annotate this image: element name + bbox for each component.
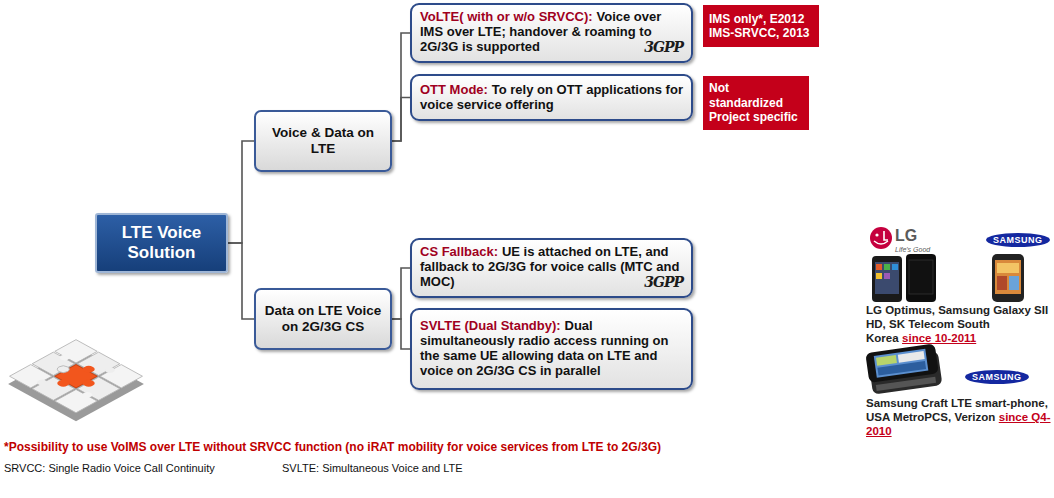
caption-block: Samsung Craft LTE smart-phone, USA Metro… [866,396,1052,438]
category-box: Voice & Data on LTE [254,110,392,172]
footnote: *Possibility to use VoIMS over LTE witho… [4,440,661,454]
brand-slogan: Life's Good [895,246,930,253]
root-box: LTE Voice Solution [95,213,228,273]
category-box: Data on LTE Voice on 2G/3G CS [254,288,392,350]
box-text: LTE Voice Solution [122,223,202,262]
phone-illustration [872,254,1024,302]
lg-logo-mark [870,227,892,249]
status-tag: Not standardized Project specific [703,76,809,130]
box-heading: SVLTE (Dual Standby): [420,318,561,333]
tree-connector [392,98,410,142]
node-content: OTT Mode:To rely on OTT applications for… [420,83,683,113]
solution-box: OTT Mode:To rely on OTT applications for… [410,74,693,121]
solution-box: CS Fallback:UE is attached on LTE, and f… [410,238,693,298]
status-tag: IMS only*, E2012 IMS-SRVCC, 2013 [703,5,819,47]
abbreviation-note: SVLTE: Simultaneous Voice and LTE [282,462,463,474]
box-text: Voice & Data on LTE [272,125,374,156]
box-heading: CS Fallback: [420,244,498,259]
tree-connector [392,268,410,319]
3gpp-logo: 3GPP [644,275,683,290]
node-content: CS Fallback:UE is attached on LTE, and f… [420,245,683,290]
tree-connector [228,141,254,243]
node-content: Not standardized Project specific [709,81,803,124]
box-text: Not standardized Project specific [709,81,798,124]
solution-box: VoLTE( with or w/o SRVCC):Voice over IMS… [410,3,693,63]
brand-logo: SAMSUNG [965,370,1029,384]
tree-connector [392,33,410,141]
abbreviation-note: SRVCC: Single Radio Voice Call Continuit… [4,462,215,474]
phone-illustration [865,343,942,395]
node-content: Data on LTE Voice on 2G/3G CS [260,303,386,335]
box-text: IMS only*, E2012 IMS-SRVCC, 2013 [709,12,809,40]
puzzle-illustration [8,340,144,422]
caption-block: LG Optimus, Samsung Galaxy SII HD, SK Te… [866,303,1052,345]
box-text: Data on LTE Voice on 2G/3G CS [265,303,382,334]
node-content: LTE Voice Solution [103,223,220,264]
node-content: IMS only*, E2012 IMS-SRVCC, 2013 [709,12,813,41]
solution-box: SVLTE (Dual Standby):Dual simultaneously… [410,308,693,390]
brand-logo: SAMSUNG [986,233,1050,247]
brand-logo: LG [895,227,917,245]
box-heading: OTT Mode: [420,82,488,97]
tree-connector [392,319,410,349]
box-heading: VoLTE( with or w/o SRVCC): [420,9,593,24]
3gpp-logo: 3GPP [644,40,683,55]
launch-date: since 10-2011 [902,332,976,344]
node-content: Voice & Data on LTE [260,125,386,157]
node-content: SVLTE (Dual Standby):Dual simultaneously… [420,319,683,379]
tree-connector [228,243,254,319]
node-content: VoLTE( with or w/o SRVCC):Voice over IMS… [420,10,683,55]
